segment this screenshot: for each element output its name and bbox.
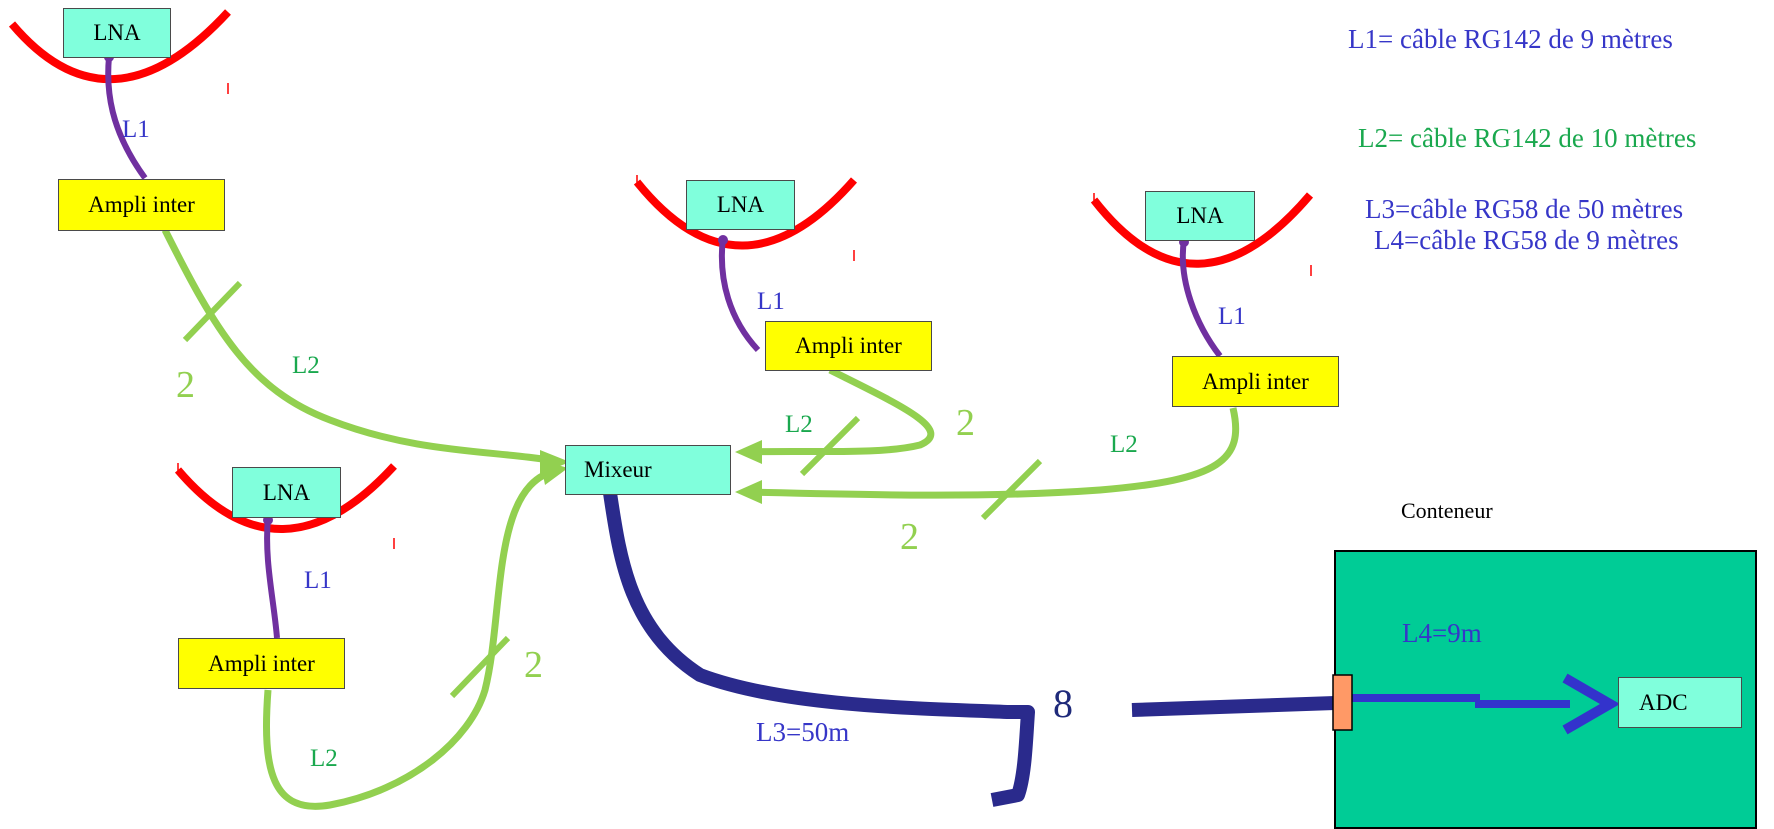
dish-icon	[8, 9, 231, 83]
l2-label: L2	[292, 352, 320, 379]
l2-label: L2	[310, 745, 338, 772]
l3-count: 8	[1053, 681, 1073, 726]
l1-label: L1	[1218, 303, 1246, 330]
legend-l2: L2= câble RG142 de 10 mètres	[1358, 123, 1697, 153]
dish-icon	[633, 177, 858, 250]
arrowhead	[540, 460, 568, 485]
l1-cable	[264, 517, 280, 639]
cable-slash	[182, 280, 243, 343]
arrowhead	[735, 480, 762, 504]
lna-box: LNA	[63, 8, 171, 58]
l2-cable	[744, 366, 935, 456]
ampli-box: Ampli inter	[765, 321, 932, 371]
l2-cable	[744, 407, 1240, 499]
lna-output-dot	[718, 235, 728, 245]
l3-cable-segment	[1131, 696, 1336, 717]
cable-slash	[980, 458, 1043, 521]
l1-label: L1	[757, 288, 785, 315]
cable-count: 2	[524, 644, 543, 686]
l3-cable	[603, 491, 1035, 807]
ampli-box: Ampli inter	[178, 638, 345, 689]
l4-label: L4=9m	[1402, 618, 1482, 648]
l1-cable	[105, 56, 148, 180]
mixeur-box: Mixeur	[565, 445, 731, 495]
l2-label: L2	[1110, 431, 1138, 458]
l3-label: L3=50m	[756, 717, 850, 747]
adc-box: ADC	[1618, 677, 1742, 728]
l1-cable	[718, 237, 761, 353]
arrowhead	[735, 440, 762, 464]
cable-count: 2	[956, 402, 975, 444]
l2-cable	[161, 228, 561, 466]
cable-count: 2	[176, 364, 195, 406]
lna-box: LNA	[1145, 191, 1255, 241]
l1-cable	[1179, 239, 1223, 358]
cable-count: 2	[900, 516, 919, 558]
legend-l1: L1= câble RG142 de 9 mètres	[1348, 24, 1673, 54]
cable-slash	[449, 635, 511, 699]
l1-label: L1	[122, 116, 150, 143]
l2-label: L2	[785, 411, 813, 438]
l1-label: L1	[304, 567, 332, 594]
ampli-box: Ampli inter	[58, 179, 225, 231]
legend-l3: L3=câble RG58 de 50 mètres	[1365, 194, 1684, 224]
ampli-box: Ampli inter	[1172, 356, 1339, 407]
legend-l4: L4=câble RG58 de 9 mètres	[1374, 225, 1679, 255]
dish-icon	[174, 463, 397, 533]
container-title: Conteneur	[1401, 498, 1493, 523]
lna-box: LNA	[686, 180, 795, 230]
dish-icon	[1090, 192, 1314, 268]
lna-box: LNA	[232, 467, 341, 518]
cable-slash	[799, 415, 861, 477]
l2-cable	[263, 466, 561, 810]
